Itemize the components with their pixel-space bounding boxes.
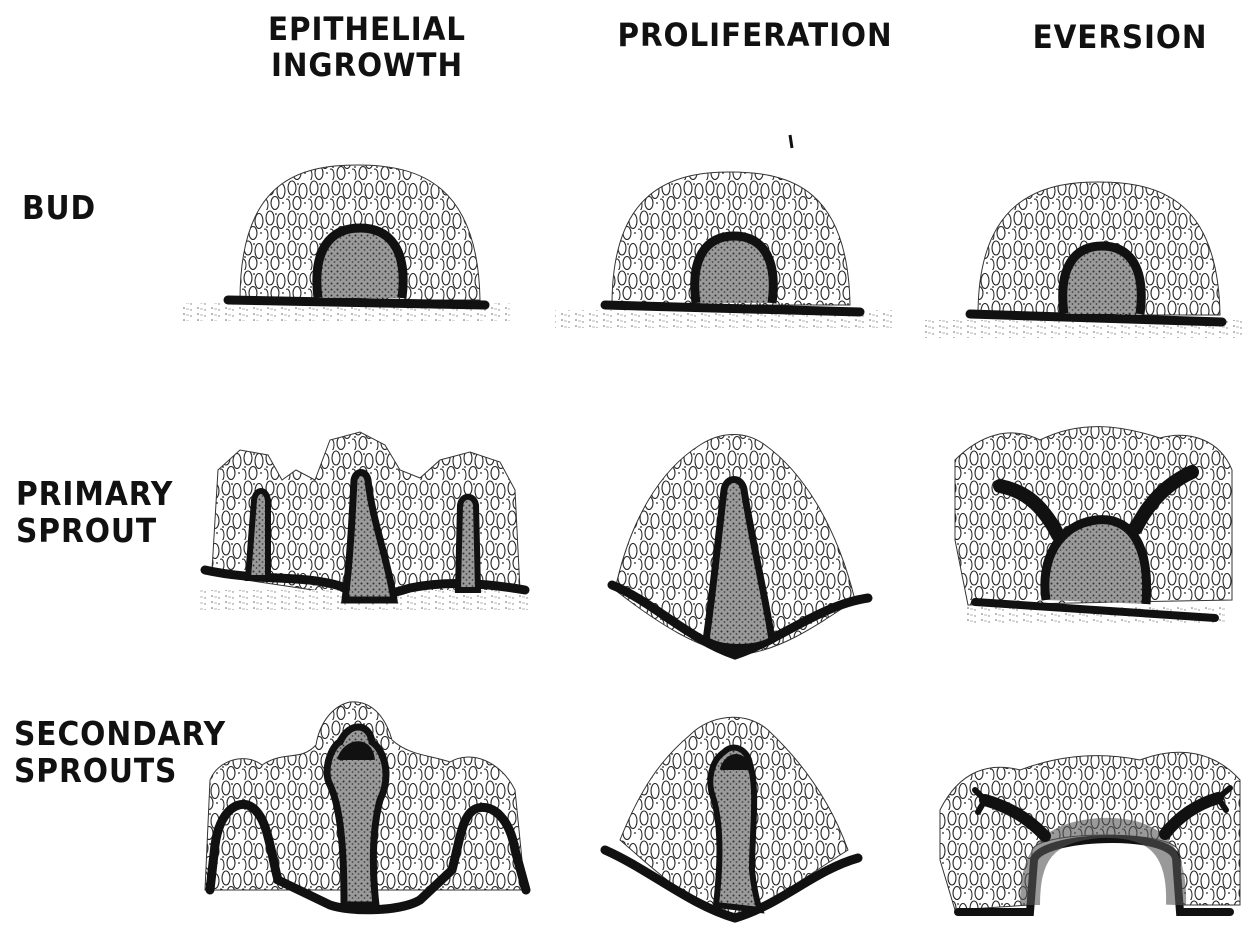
bud-epithelial-ingrowth-figure [180, 165, 510, 321]
bud-proliferation-figure [555, 172, 895, 328]
ink-speck [790, 135, 792, 148]
primary-sprout-proliferation-figure [612, 434, 868, 655]
primary-sprout-eversion-figure [955, 427, 1232, 624]
primary-sprout-epithelial-ingrowth-figure [200, 432, 530, 610]
secondary-sprouts-epithelial-ingrowth-figure [205, 702, 526, 910]
secondary-sprouts-proliferation-figure [605, 717, 858, 918]
bud-eversion-figure [922, 182, 1247, 338]
secondary-sprouts-eversion-figure [940, 752, 1240, 912]
